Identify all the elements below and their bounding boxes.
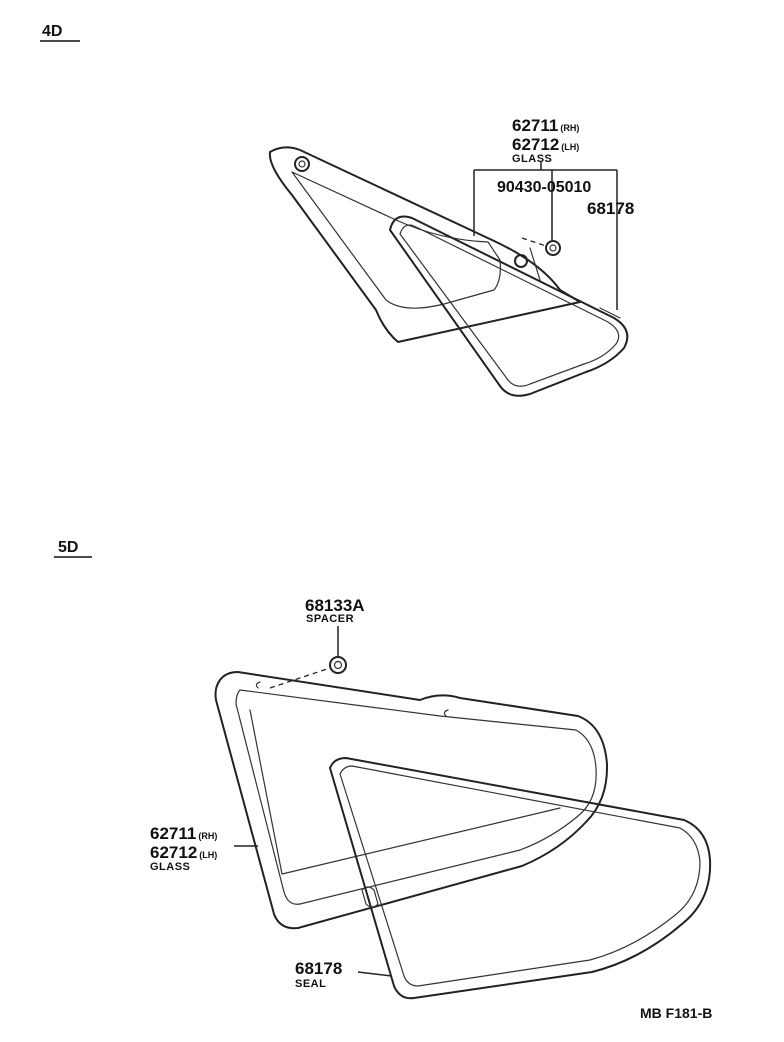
leaders-4d: [473, 162, 618, 310]
spacer-5d[interactable]: [269, 626, 347, 689]
glass-5d-label-lh: 62712(LH): [150, 843, 217, 862]
section-5d: 5D 68133A SPACER 6271: [54, 539, 712, 1000]
spacer-5d-name: SPACER: [306, 613, 354, 625]
glass-4d-spacer-hole: [514, 254, 528, 268]
spacer-4d-label: 90430-05010: [497, 179, 591, 196]
glass-4d-name: GLASS: [512, 153, 552, 165]
seal-5d-leader: [357, 971, 393, 977]
glass-5d-label-rh: 62711(RH): [150, 824, 217, 843]
seal-5d-name: SEAL: [295, 978, 326, 990]
section-5d-label: 5D: [58, 539, 78, 556]
spacer-5d-label: 68133A: [305, 596, 365, 615]
section-4d: 4D 62711(RH): [40, 23, 634, 397]
seal-5d[interactable]: [329, 757, 712, 1000]
drawing-ref: MB F181-B: [640, 1005, 712, 1021]
seal-4d-label: 68178: [587, 199, 634, 218]
glass-4d[interactable]: [268, 146, 581, 343]
seal-4d[interactable]: [389, 215, 629, 397]
section-4d-label: 4D: [42, 23, 62, 40]
glass-5d[interactable]: [214, 671, 609, 930]
glass-5d-name: GLASS: [150, 861, 190, 873]
glass-4d-mount-hole: [294, 156, 310, 172]
seal-5d-label: 68178: [295, 959, 342, 978]
spacer-4d[interactable]: [521, 237, 561, 256]
glass-4d-label-lh: 62712(LH): [512, 135, 579, 154]
glass-4d-label-rh: 62711(RH): [512, 116, 579, 135]
